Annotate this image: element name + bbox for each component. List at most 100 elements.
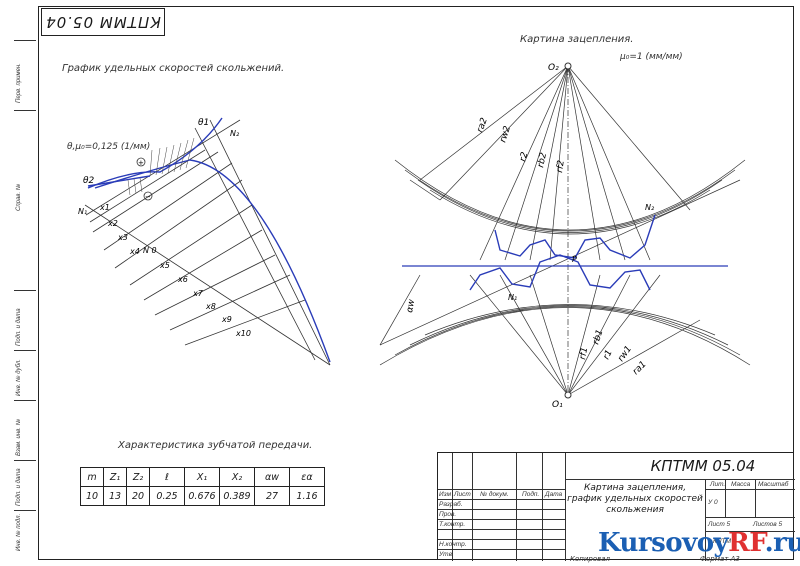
sliding-curves [87, 117, 331, 363]
side-cell: Перв. примен. [14, 40, 36, 110]
x-label: x5 [159, 261, 170, 270]
tb-scale-label: Масштаб [758, 481, 789, 488]
x-label: x9 [221, 315, 232, 324]
radius-label: rb2 [536, 151, 549, 168]
n0-label: N 0 [143, 246, 157, 255]
mesh-title: Картина зацепления. [520, 34, 634, 45]
title-line: Картина зацепления, [583, 483, 687, 493]
tb-role: Т.контр. [439, 521, 466, 528]
point-n2-mesh: N₂ [645, 203, 655, 212]
tb-header: Подп. [522, 491, 540, 498]
table-header: X₂ [219, 467, 255, 487]
curve-label-theta2: θ2 [83, 176, 95, 186]
tb-group: КПТМ [713, 538, 731, 545]
curve-label-theta1: θ1 [198, 118, 209, 128]
x-label: x3 [117, 233, 128, 242]
side-cell: Взам. инв. № [14, 400, 36, 460]
point-n1-mesh: N₁ [508, 293, 517, 302]
side-cell: Инв. № подл. [14, 510, 36, 554]
title-block-code: КПТММ 05.04 [650, 457, 756, 475]
tb-header: Лист [454, 491, 471, 498]
table-header: X₁ [184, 467, 220, 487]
tb-header: Дата [545, 491, 563, 498]
radius-label: ra1 [631, 359, 649, 377]
radius-label: rw2 [498, 125, 513, 144]
mesh-construction [379, 65, 751, 396]
radius-label: rf2 [555, 159, 567, 173]
radius-label: rf1 [578, 346, 590, 360]
mesh-center-top: O₂ [548, 62, 572, 73]
tb-role: Разраб. [439, 501, 463, 508]
drawing-frame [38, 6, 794, 560]
x-label: x8 [205, 302, 216, 311]
mesh-center-bottom: O₁ [552, 391, 572, 410]
point-p-mesh: P [572, 255, 577, 264]
x-label: x7 [192, 289, 204, 298]
table-cell: 1.16 [289, 486, 325, 506]
table-header: m [80, 467, 104, 487]
radius-label: r1 [602, 348, 615, 361]
title-line: скольжения [606, 505, 664, 515]
table-cell: 27 [254, 486, 290, 506]
tb-mass-label: Масса [731, 481, 751, 488]
table-header: ℓ [149, 467, 185, 487]
watermark-logo: KursovoyRF.ru [598, 528, 800, 558]
side-cell: Подп. и дата [14, 290, 36, 350]
sliding-chart-construction [84, 119, 331, 366]
x-label: x4 [129, 247, 140, 256]
center-label-o2: O₂ [548, 63, 559, 73]
side-strip: Перв. примен. Справ. № Подп. и дата Инв.… [14, 40, 36, 554]
radius-label: r2 [518, 151, 530, 163]
tb-sheets: Листов 5 [753, 521, 783, 528]
tb-role: Утв. [439, 551, 454, 558]
center-label-o1: O₁ [552, 400, 563, 410]
tb-sheet: Лист 5 [708, 521, 731, 528]
title-line: график удельных скоростей [567, 494, 703, 504]
x-label: x1 [99, 203, 110, 212]
table-header: εα [289, 467, 325, 487]
table-header: Z₁ [103, 467, 127, 487]
table-header: Z₂ [126, 467, 150, 487]
tb-lit-label: Лит. [710, 481, 726, 488]
table-row: m Z₁ Z₂ ℓ X₁ X₂ αw εα [80, 467, 325, 487]
table-header: αw [254, 467, 290, 487]
table-cell: 0.676 [184, 486, 220, 506]
theta-curve-upper [87, 117, 223, 189]
x-label: x6 [177, 275, 188, 284]
watermark-suffix: .ru [764, 528, 800, 558]
watermark-accent: RF [728, 528, 765, 558]
table-row: 10 13 20 0.25 0.676 0.389 27 1.16 [80, 486, 325, 506]
sliding-chart-scale: θ,μ₀=0,125 (1/мм) [67, 142, 151, 152]
side-cell: Инв. № дубл. [14, 350, 36, 400]
table-cell: 0.389 [219, 486, 255, 506]
title-block-title: Картина зацепления, график удельных скор… [565, 483, 705, 516]
angle-label: αw [405, 298, 417, 313]
tb-role: Н.контр. [439, 541, 467, 548]
side-cell: Справ. № [14, 110, 36, 260]
format-label: Формат А3 [700, 555, 740, 563]
tb-lit-value: У 0 [708, 499, 718, 506]
sliding-chart-title: График удельных скоростей скольжений. [62, 63, 285, 74]
table-cell: 10 [80, 486, 104, 506]
title-block: КПТММ 05.04 Картина зацепления, график у… [437, 452, 795, 561]
tb-header: Изм [439, 491, 452, 498]
table-cell: 20 [126, 486, 150, 506]
copied-label: Копировал [570, 555, 610, 563]
sign-plus: + [138, 159, 144, 167]
side-cell: Подп. и дата [14, 460, 36, 510]
sign-minus: − [145, 193, 151, 201]
radius-label: ra2 [475, 116, 490, 134]
x-labels: x1 x2 x3 x4 x5 x6 x7 x8 x9 x10 N 0 [99, 203, 251, 338]
table-cell: 13 [103, 486, 127, 506]
gear-params-title: Характеристика зубчатой передачи. [118, 440, 313, 451]
point-label-n2: N₂ [230, 129, 240, 138]
hatching [127, 137, 195, 196]
gear-params-table: m Z₁ Z₂ ℓ X₁ X₂ αw εα 10 13 20 0.25 0.67… [80, 467, 325, 506]
theta-curve-lower [94, 159, 331, 363]
gear-teeth-profile [469, 214, 656, 291]
table-cell: 0.25 [149, 486, 185, 506]
radius-labels-top: ra2 rw2 r2 rb2 rf2 [475, 116, 566, 173]
radius-label: rw1 [616, 344, 634, 363]
